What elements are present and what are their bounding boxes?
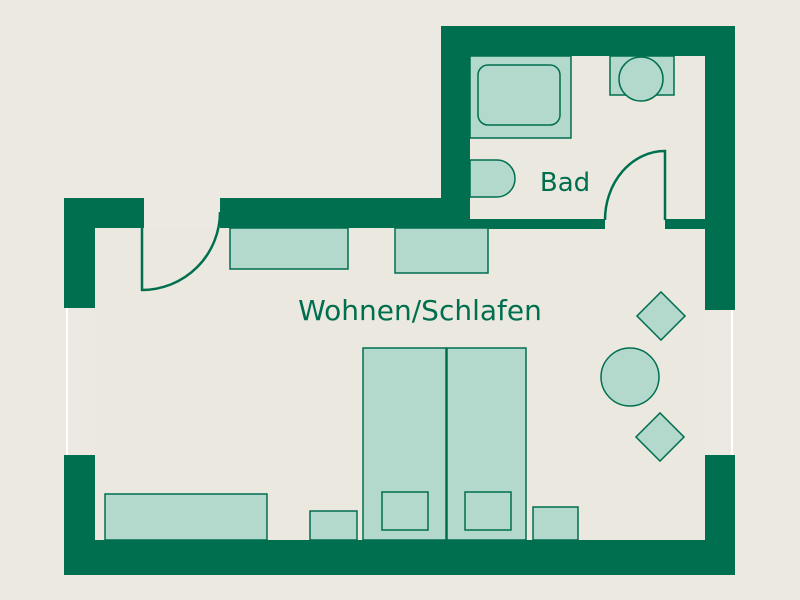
wall-bath-bottom-right bbox=[665, 219, 705, 229]
walls bbox=[64, 26, 735, 575]
chair-top bbox=[635, 290, 687, 342]
bathtub bbox=[469, 55, 572, 139]
wall-top-left bbox=[64, 198, 144, 228]
wall-bath-top bbox=[441, 26, 735, 56]
sink bbox=[469, 159, 516, 198]
entrance-door bbox=[140, 211, 222, 292]
chair-bottom bbox=[634, 411, 686, 463]
room-label-living: Wohnen/Schlafen bbox=[298, 294, 542, 327]
sofa bbox=[104, 493, 268, 541]
pillow-right bbox=[464, 491, 512, 531]
shelf-left bbox=[229, 227, 349, 270]
room-label-bath: Bad bbox=[540, 168, 590, 198]
bath-door bbox=[603, 149, 667, 221]
wall-bottom bbox=[64, 540, 735, 575]
nightstand-left bbox=[309, 510, 358, 541]
wall-top-middle bbox=[220, 198, 470, 228]
wall-right-upper bbox=[705, 26, 735, 310]
nightstand-right bbox=[532, 506, 579, 541]
wall-bath-left bbox=[441, 26, 470, 228]
wall-bath-bottom-left bbox=[470, 219, 605, 229]
round-table bbox=[600, 347, 660, 407]
pillow-left bbox=[381, 491, 429, 531]
toilet bbox=[609, 55, 675, 102]
shelf-right bbox=[394, 227, 489, 274]
floor bbox=[95, 56, 705, 540]
